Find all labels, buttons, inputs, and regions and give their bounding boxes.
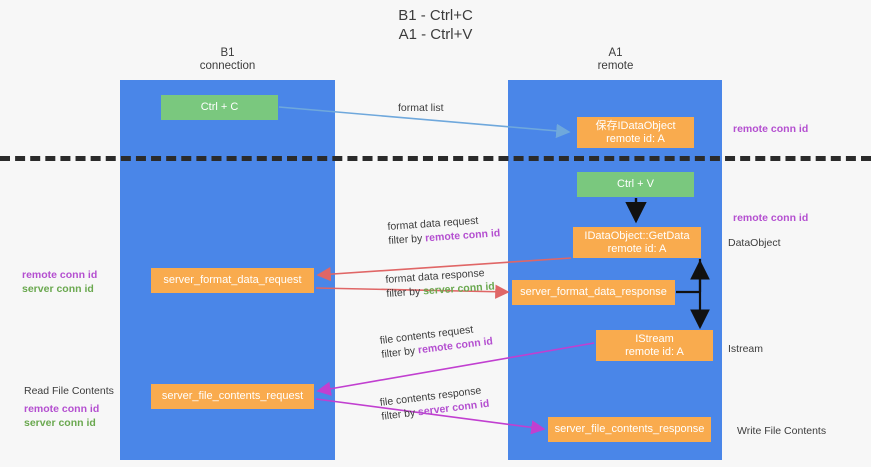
filter-prefix: filter by: [380, 406, 419, 423]
column-header-b1-sub: connection: [199, 60, 256, 72]
node-server-format-data-request[interactable]: server_format_data_request: [151, 268, 314, 293]
filter-prefix: filter by: [388, 232, 426, 247]
annotation-left-remote-conn-id-mid: remote conn id: [22, 269, 98, 281]
annotation-left-server-conn-id-mid: server conn id: [22, 283, 94, 295]
annotation-dataobject: DataObject: [728, 237, 781, 249]
annotation-left-remote-conn-id-bot: remote conn id: [24, 403, 100, 415]
page-title-line1: B1 - Ctrl+C: [398, 7, 473, 24]
filter-prefix: filter by: [380, 344, 419, 361]
edge-label-file-contents-response: file contents response filter by server …: [379, 383, 490, 424]
column-header-b1: B1 connection: [140, 47, 315, 73]
column-header-a1-sub: remote: [597, 60, 634, 72]
node-istream-line1: IStream: [635, 332, 674, 345]
edge-label-format-data-request: format data request filter by remote con…: [387, 212, 501, 248]
annotation-read-file-contents: Read File Contents: [24, 385, 114, 397]
annotation-write-file-contents: Write File Contents: [737, 425, 827, 437]
annotation-remote-conn-id-top: remote conn id: [733, 122, 808, 136]
annotation-remote-conn-id-top-text: remote conn id: [733, 123, 809, 135]
edge-label-format-list: format list: [398, 102, 444, 114]
column-header-a1: A1 remote: [528, 47, 703, 73]
node-server-file-contents-request[interactable]: server_file_contents_request: [151, 384, 314, 409]
node-server-format-data-response[interactable]: server_format_data_response: [512, 280, 675, 305]
node-ctrl-c[interactable]: Ctrl + C: [161, 95, 278, 120]
column-header-b1-name: B1: [220, 47, 235, 59]
column-header-a1-name: A1: [608, 47, 623, 59]
edge-label-file-contents-request: file contents request filter by remote c…: [379, 320, 494, 361]
phase-divider: [0, 156, 871, 161]
filter-key-remote-conn-id: remote conn id: [424, 227, 501, 245]
page-title-line2: A1 - Ctrl+V: [398, 26, 473, 43]
filter-key-server-conn-id: server conn id: [422, 280, 496, 298]
node-save-idataobject-line2: remote id: A: [606, 132, 665, 145]
node-ctrl-v[interactable]: Ctrl + V: [577, 172, 694, 197]
annotation-istream: Istream: [728, 343, 764, 355]
node-istream[interactable]: IStream remote id: A: [596, 330, 713, 361]
page-title: B1 - Ctrl+C A1 - Ctrl+V: [0, 6, 871, 44]
node-getdata-line2: remote id: A: [607, 242, 667, 255]
node-idataobject-getdata[interactable]: IDataObject::GetData remote id: A: [573, 227, 701, 258]
annotation-remote-conn-id-mid: remote conn id: [733, 211, 808, 225]
annotation-left-conn-ids-bot: remote conn id server conn id: [24, 402, 99, 430]
annotation-left-server-conn-id-bot: server conn id: [24, 417, 96, 429]
filter-prefix: filter by: [386, 285, 424, 300]
node-save-idataobject-line1: 保存IDataObject: [595, 119, 676, 132]
node-save-idataobject[interactable]: 保存IDataObject remote id: A: [577, 117, 694, 148]
edge-label-format-data-response: format data response filter by server co…: [385, 265, 495, 301]
node-getdata-line1: IDataObject::GetData: [584, 229, 690, 242]
annotation-remote-conn-id-mid-text: remote conn id: [733, 212, 809, 224]
node-server-file-contents-response[interactable]: server_file_contents_response: [548, 417, 711, 442]
annotation-left-conn-ids-mid: remote conn id server conn id: [22, 268, 97, 296]
node-istream-line2: remote id: A: [625, 345, 684, 358]
